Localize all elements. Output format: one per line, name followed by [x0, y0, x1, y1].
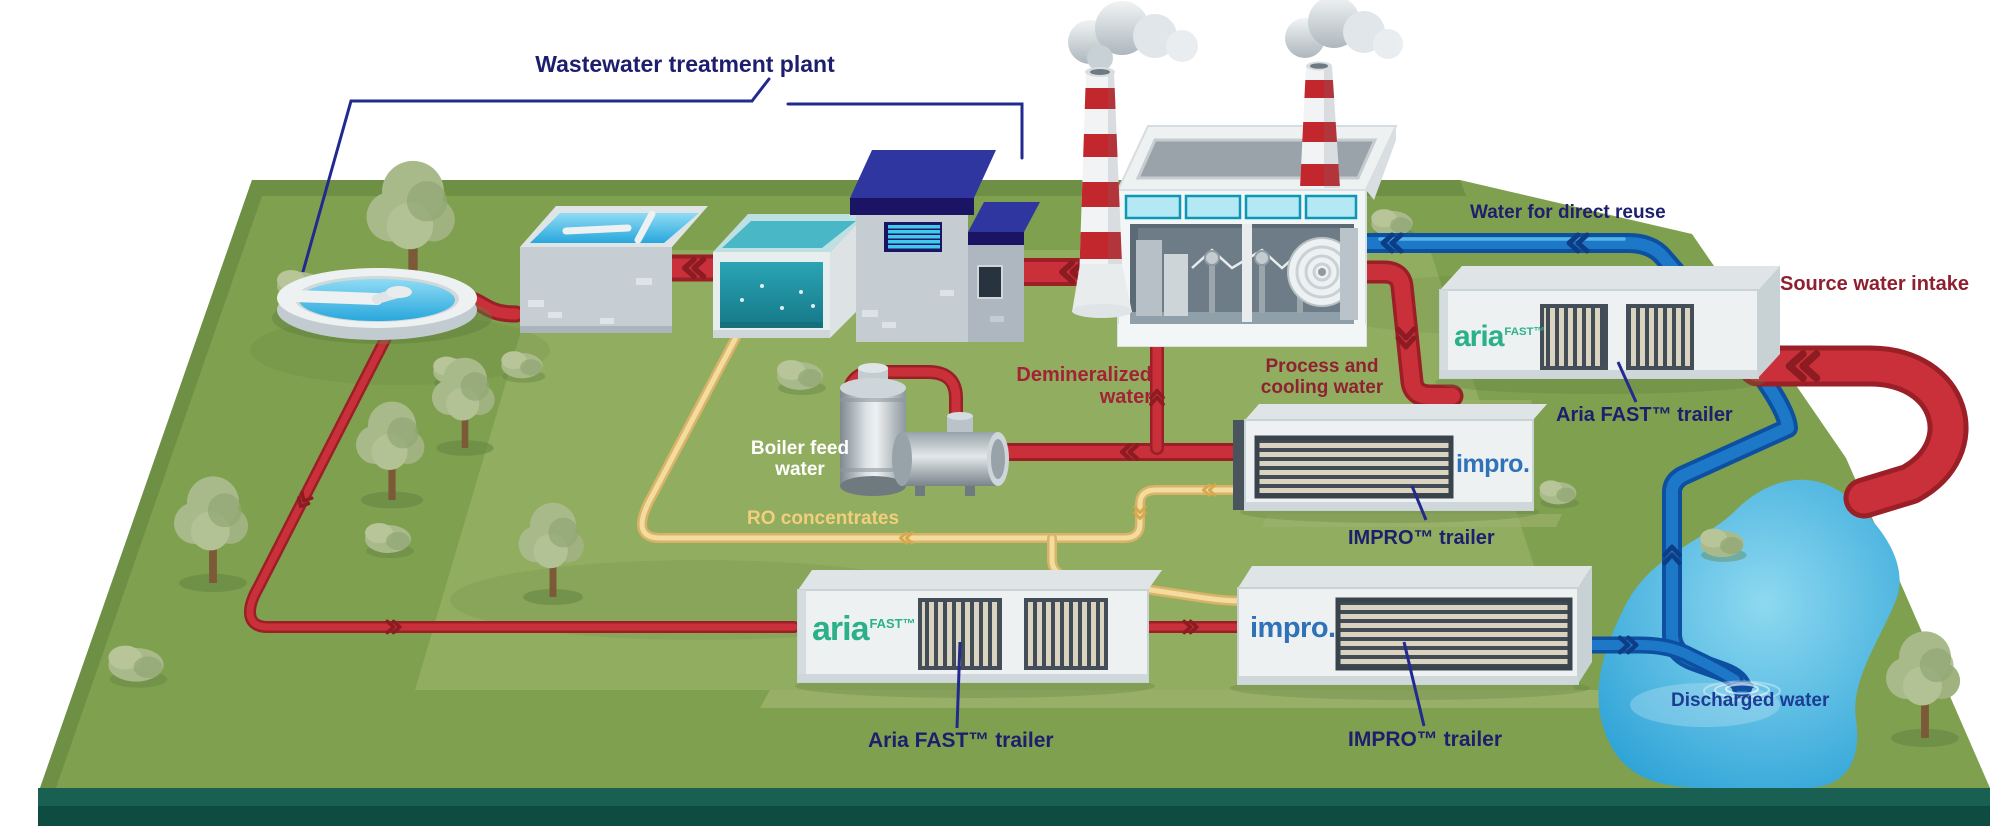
aria-fast-trailer-bottom: [795, 570, 1162, 729]
power-plant: [1116, 125, 1398, 347]
impro-trailer-top: [1233, 404, 1547, 523]
impro-trailer-bottom: [1230, 566, 1592, 727]
settling-tank: [520, 206, 708, 333]
outfall: [1703, 680, 1781, 702]
aria-fast-trailer-top: [1435, 266, 1780, 403]
clarifier: [272, 268, 492, 344]
treatment-building: [850, 150, 1040, 342]
wwtp-bracket-line: [295, 77, 1024, 295]
boiler-feed-unit: [840, 363, 1009, 496]
pipe-ro-concentrates: [637, 321, 1252, 606]
aeration-tank: [713, 214, 866, 338]
pipe-discharged-water: [1577, 636, 1744, 689]
